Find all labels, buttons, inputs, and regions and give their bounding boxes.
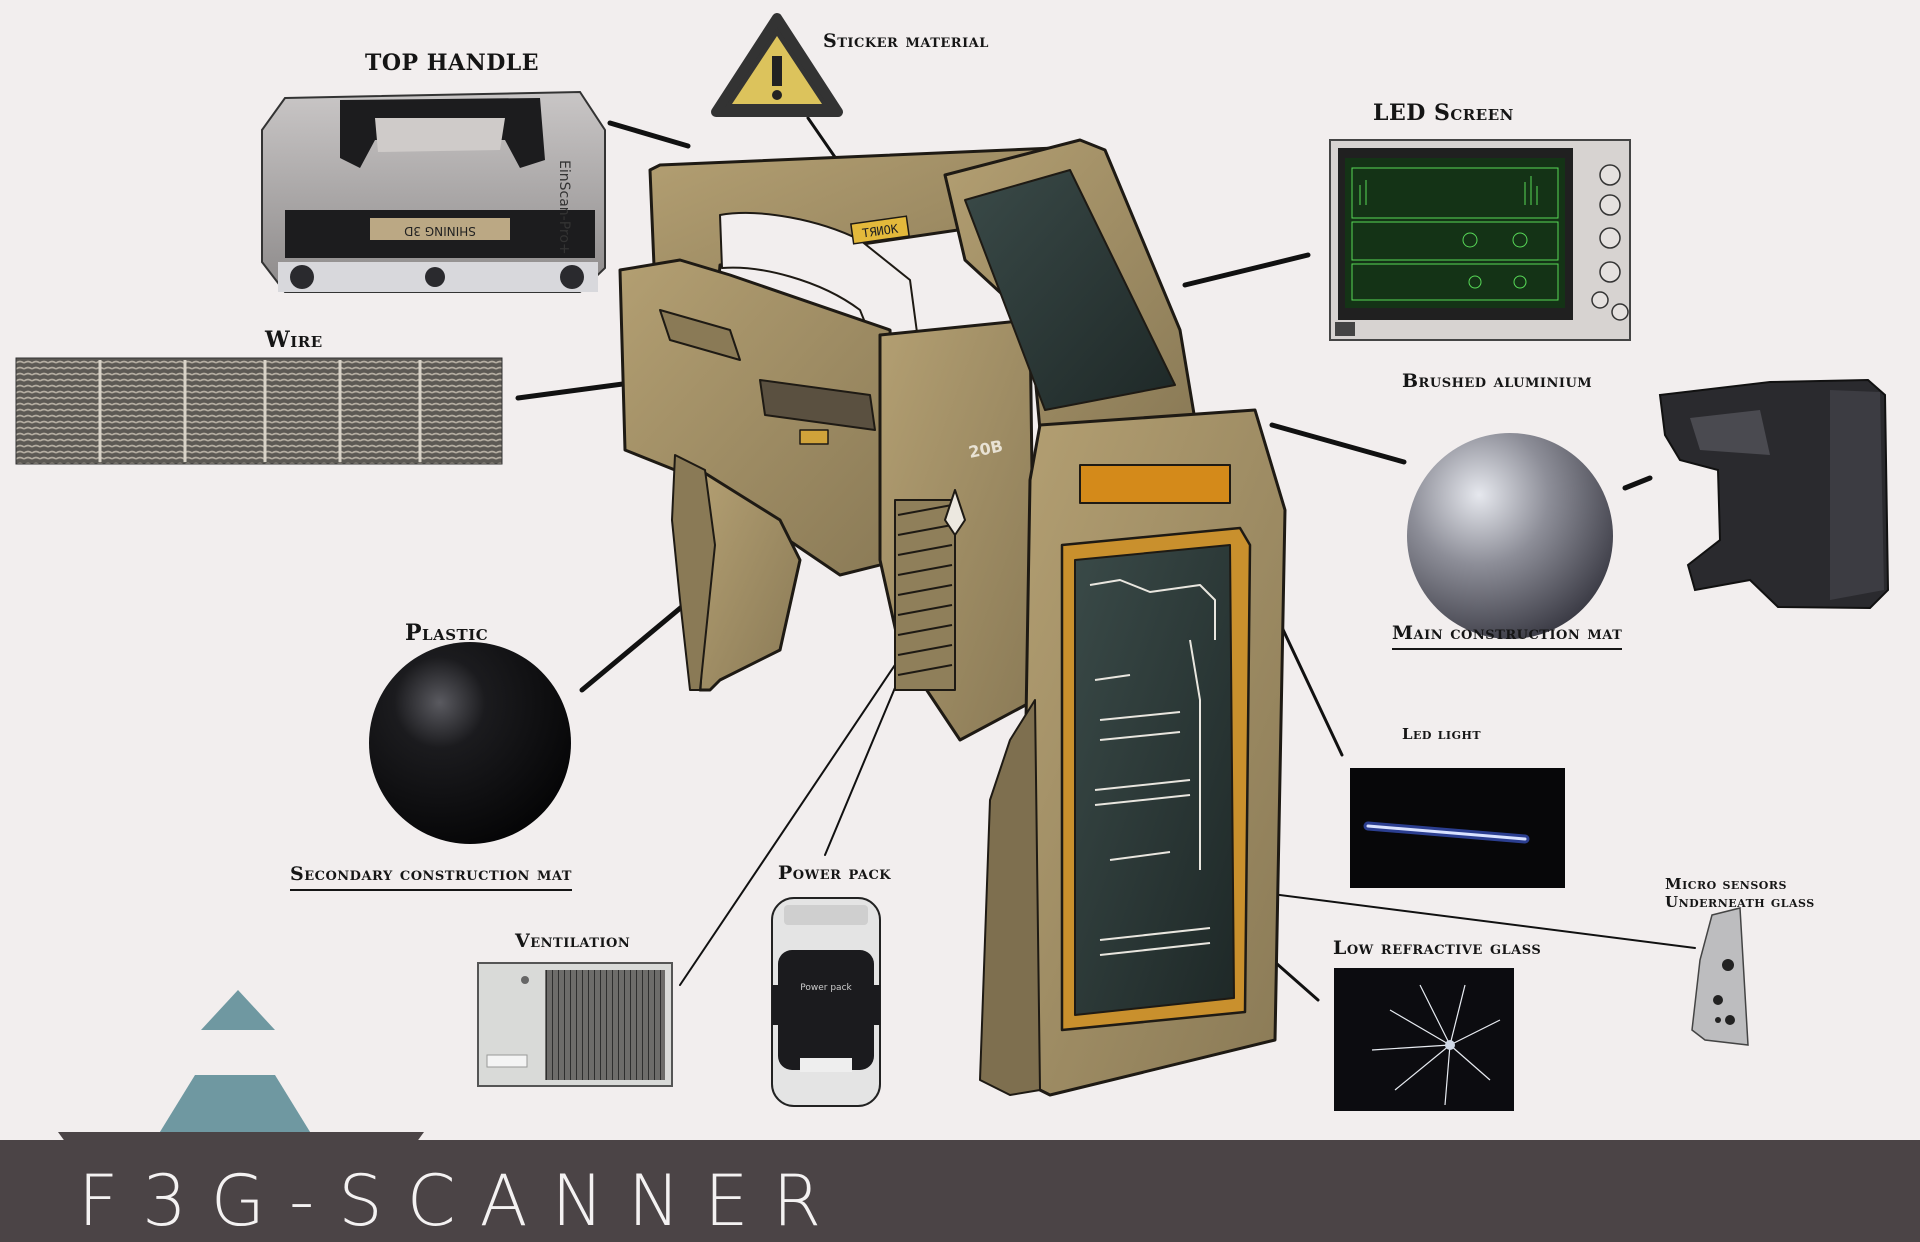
power-pack-image: Power pack	[771, 897, 881, 1107]
label-top-handle: TOP HANDLE	[365, 50, 540, 76]
brushed-aluminium-sphere	[1407, 433, 1613, 639]
leader-led-screen	[1182, 252, 1311, 288]
label-led-screen: LED Screen	[1373, 100, 1514, 126]
plastic-sphere	[369, 642, 571, 844]
led-screen-image	[1329, 139, 1631, 341]
small-yellow-sticker	[799, 429, 829, 445]
label-sticker-material: Sticker material	[823, 30, 989, 52]
power-pack-device-text: Power pack	[800, 983, 852, 993]
vent-grille	[894, 499, 956, 691]
leader-lines	[515, 116, 1696, 1002]
leader-brushed-aluminium	[1269, 422, 1407, 465]
label-micro-sensors-line2: Underneath glass	[1665, 893, 1815, 911]
page-title: F3G-SCANNER	[78, 1160, 846, 1242]
leader-micro-sensors	[1224, 887, 1696, 949]
led-screen-panel	[964, 169, 1176, 411]
orange-light-strip	[1079, 464, 1231, 504]
leader-ventilation	[679, 649, 906, 986]
led-tube	[1366, 824, 1527, 841]
vent-slats	[897, 504, 953, 676]
label-ventilation: Ventilation	[515, 930, 631, 952]
label-micro-sensors: Micro sensors Underneath glass	[1665, 875, 1815, 911]
top-handle-image: SHINING 3D EinScan-Pro+	[261, 90, 606, 293]
low-refractive-glass-image	[1334, 968, 1514, 1111]
front-slot	[759, 379, 876, 431]
title-bar	[0, 1140, 1920, 1242]
label-power-pack: Power pack	[778, 862, 892, 884]
label-plastic: Plastic	[405, 620, 489, 646]
device-sticker: TЯИOK	[850, 215, 910, 245]
logo-upper-triangle	[201, 990, 275, 1030]
label-main-construction-mat: Main construction mat	[1392, 622, 1623, 650]
side-triangle-mark	[944, 489, 966, 536]
scanner-device	[618, 138, 1287, 1097]
ventilation-image	[477, 962, 673, 1087]
glass-markings	[1089, 579, 1216, 956]
micro-sensors-image	[1691, 907, 1749, 1046]
handle-brand-text: EinScan-Pro+	[556, 160, 572, 255]
main-construction-grip-image	[1658, 378, 1890, 610]
leader-top-handle	[607, 120, 691, 149]
handle-logo-text: SHINING 3D	[404, 224, 476, 238]
device-sticker-text: TЯИOK	[861, 221, 899, 240]
label-low-refractive-glass: Low refractive glass	[1333, 937, 1542, 959]
triangle-logo	[155, 990, 315, 1140]
label-micro-sensors-line1: Micro sensors	[1665, 875, 1787, 893]
label-secondary-construction-mat: Secondary construction mat	[290, 863, 572, 891]
label-wire: Wire	[265, 327, 323, 353]
warning-triangle-icon	[711, 13, 843, 117]
logo-lower-trapezoid	[155, 1075, 315, 1140]
wire-dividers	[98, 360, 422, 462]
label-led-light: Led light	[1402, 725, 1482, 743]
glass-panel	[1074, 544, 1235, 1016]
wire-image	[15, 357, 503, 465]
leader-main-construction	[1622, 475, 1653, 491]
label-brushed-aluminium: Brushed aluminium	[1402, 370, 1593, 392]
